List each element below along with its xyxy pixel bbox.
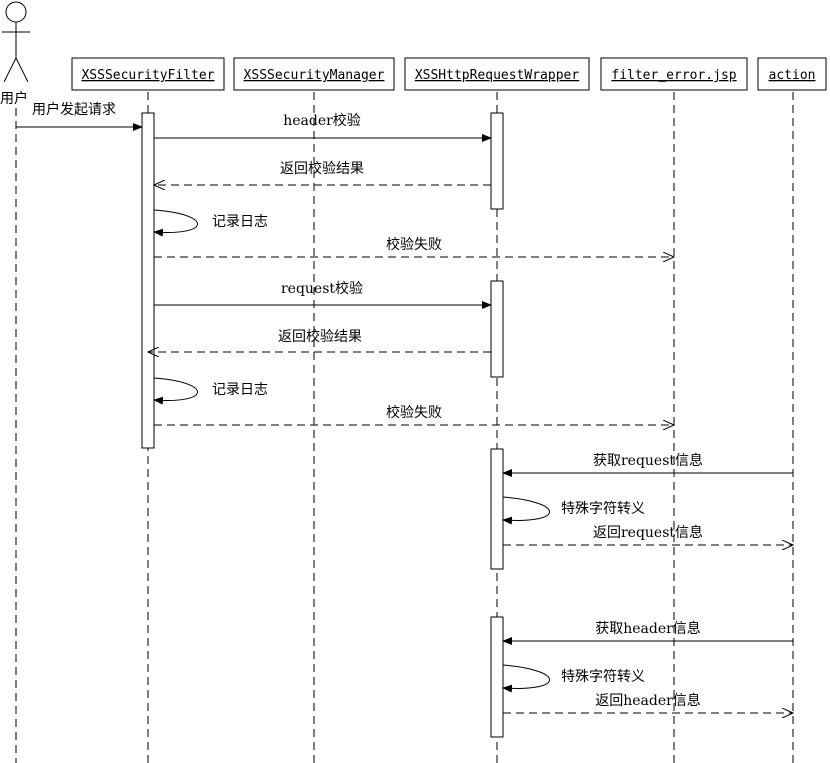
activation-wrapper-3 [490, 448, 504, 570]
self-message-arrow [153, 209, 198, 237]
self-message-arrow [502, 496, 550, 525]
actor-leg-right [15, 57, 29, 83]
activation-wrapper-1 [490, 112, 504, 210]
message-label: 校验失败 [386, 404, 442, 421]
actor-label: 用户 [0, 90, 28, 107]
activation-filter [141, 112, 155, 449]
message-label: 获取header信息 [595, 620, 701, 637]
message-label: request校验 [281, 280, 363, 297]
activation-wrapper-2 [490, 280, 504, 378]
message-label: 记录日志 [212, 214, 268, 230]
participant-xsssecurityfilter: XSSSecurityFilter [71, 57, 225, 91]
message-label: 返回header信息 [595, 692, 701, 709]
message-label: 返回request信息 [593, 524, 703, 541]
message-label: 返回校验结果 [278, 328, 362, 345]
participant-xsshttprequestwrapper: XSSHttpRequestWrapper [404, 57, 590, 91]
message-label: 返回校验结果 [280, 160, 364, 177]
participant-xsssecuritymanager: XSSSecurityManager [233, 57, 395, 91]
participant-label: XSSHttpRequestWrapper [415, 68, 580, 83]
actor-head [5, 1, 27, 23]
message-label: 记录日志 [212, 382, 268, 398]
message-label: 校验失败 [386, 236, 442, 253]
activation-bars [141, 112, 504, 738]
message-label: header校验 [283, 112, 361, 129]
actor-user: 用户 [0, 1, 30, 107]
self-message-arrow [153, 377, 198, 405]
actor-leg-left [3, 57, 17, 83]
message-labels: 用户发起请求 header校验 返回校验结果 记录日志 校验失败 request… [32, 101, 703, 709]
message-label: 特殊字符转义 [561, 669, 645, 685]
participant-action: action [757, 57, 827, 91]
message-label: 特殊字符转义 [561, 501, 645, 517]
participant-label: XSSSecurityFilter [81, 68, 214, 83]
self-message-arrow [502, 664, 550, 693]
activation-wrapper-4 [490, 616, 504, 738]
message-label: 获取request信息 [593, 452, 703, 469]
participant-label: XSSSecurityManager [244, 68, 385, 83]
participant-filter-error-jsp: filter_error.jsp [600, 57, 748, 91]
participant-label: action [769, 68, 816, 83]
messages [16, 123, 793, 713]
participant-label: filter_error.jsp [611, 68, 736, 83]
message-label: 用户发起请求 [32, 101, 116, 118]
lifelines [15, 92, 794, 763]
